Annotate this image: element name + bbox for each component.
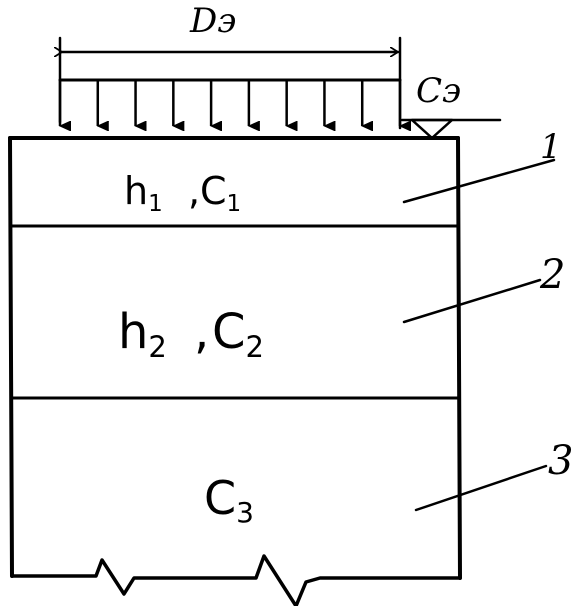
layer-1-thickness: h1 [124, 169, 163, 217]
layer-3-leader [414, 464, 548, 512]
layer-2-modulus: C2 [212, 304, 264, 364]
layer-1: h1 , C1 1 [124, 127, 562, 217]
layer-1-separator: , [188, 169, 200, 213]
layer-3-number: 3 [548, 438, 573, 484]
layer-1-number: 1 [540, 127, 562, 167]
break-line [10, 554, 462, 606]
layered-body [8, 136, 462, 606]
layer-2: h2 , C2 2 [118, 252, 565, 364]
load-modulus: Cэ [400, 71, 502, 140]
load-arrows [58, 80, 400, 126]
layer-3-modulus: C3 [204, 471, 254, 529]
reference-triangle-icon [410, 118, 454, 140]
layer-1-modulus: C1 [200, 169, 241, 217]
layer-2-leader [402, 278, 542, 324]
right-boundary [456, 136, 462, 580]
left-boundary [8, 136, 14, 578]
layer-3: C3 3 [204, 438, 573, 529]
distributed-load [58, 78, 400, 126]
layer-1-leader [402, 158, 556, 204]
load-modulus-label: Cэ [416, 71, 461, 111]
load-dimension: Dэ [60, 1, 402, 130]
layer-2-thickness: h2 [118, 304, 167, 364]
layer-2-number: 2 [539, 252, 565, 298]
layer-2-separator: , [194, 304, 209, 360]
load-dimension-label: Dэ [189, 1, 236, 41]
